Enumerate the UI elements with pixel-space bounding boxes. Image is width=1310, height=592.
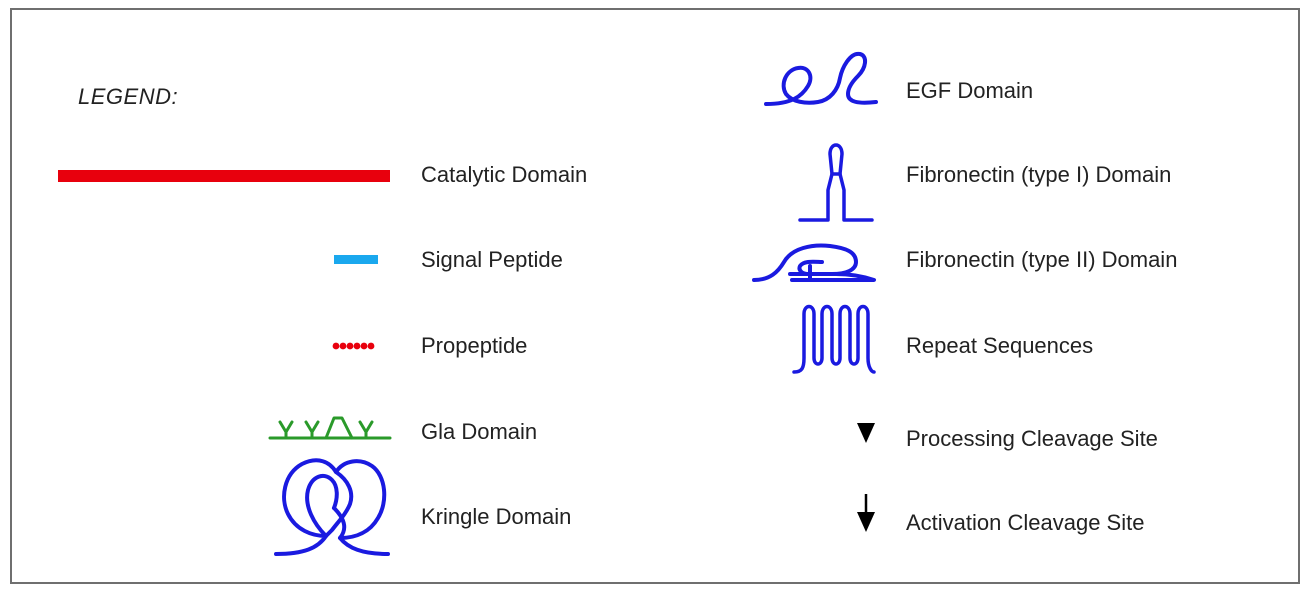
fibronectin-type-2-icon xyxy=(752,243,876,282)
gla-domain-icon xyxy=(268,416,392,440)
triangle-down-icon xyxy=(857,423,875,443)
red-dotted-icon xyxy=(332,342,375,350)
legend-label-signal-peptide: Signal Peptide xyxy=(421,247,563,272)
legend-label-gla-domain: Gla Domain xyxy=(421,419,538,444)
legend-frame: LEGEND: Catalytic Domain Signal Peptide … xyxy=(10,8,1300,584)
red-line-icon xyxy=(58,170,390,182)
legend-label-repeat-sequences: Repeat Sequences xyxy=(906,333,1094,358)
legend-label-egf-domain: EGF Domain xyxy=(906,78,1034,103)
legend-label-kringle-domain: Kringle Domain xyxy=(421,504,572,529)
legend-label-fibronectin-type-1: Fibronectin (type I) Domain xyxy=(906,162,1172,187)
legend-label-propeptide: Propeptide xyxy=(421,333,528,358)
kringle-loop-icon xyxy=(274,458,390,556)
legend-label-catalytic-domain: Catalytic Domain xyxy=(421,162,588,187)
legend-label-processing-cleavage-site: Processing Cleavage Site xyxy=(906,426,1158,451)
legend-label-activation-cleavage-site: Activation Cleavage Site xyxy=(906,510,1145,535)
arrow-down-icon xyxy=(857,494,875,532)
fibronectin-type-1-icon xyxy=(798,143,874,222)
repeat-sequences-icon xyxy=(792,304,876,374)
legend-title: LEGEND: xyxy=(78,84,179,109)
legend-label-fibronectin-type-2: Fibronectin (type II) Domain xyxy=(906,247,1178,272)
blue-bar-icon xyxy=(334,255,378,264)
egf-loop-icon xyxy=(764,51,878,106)
